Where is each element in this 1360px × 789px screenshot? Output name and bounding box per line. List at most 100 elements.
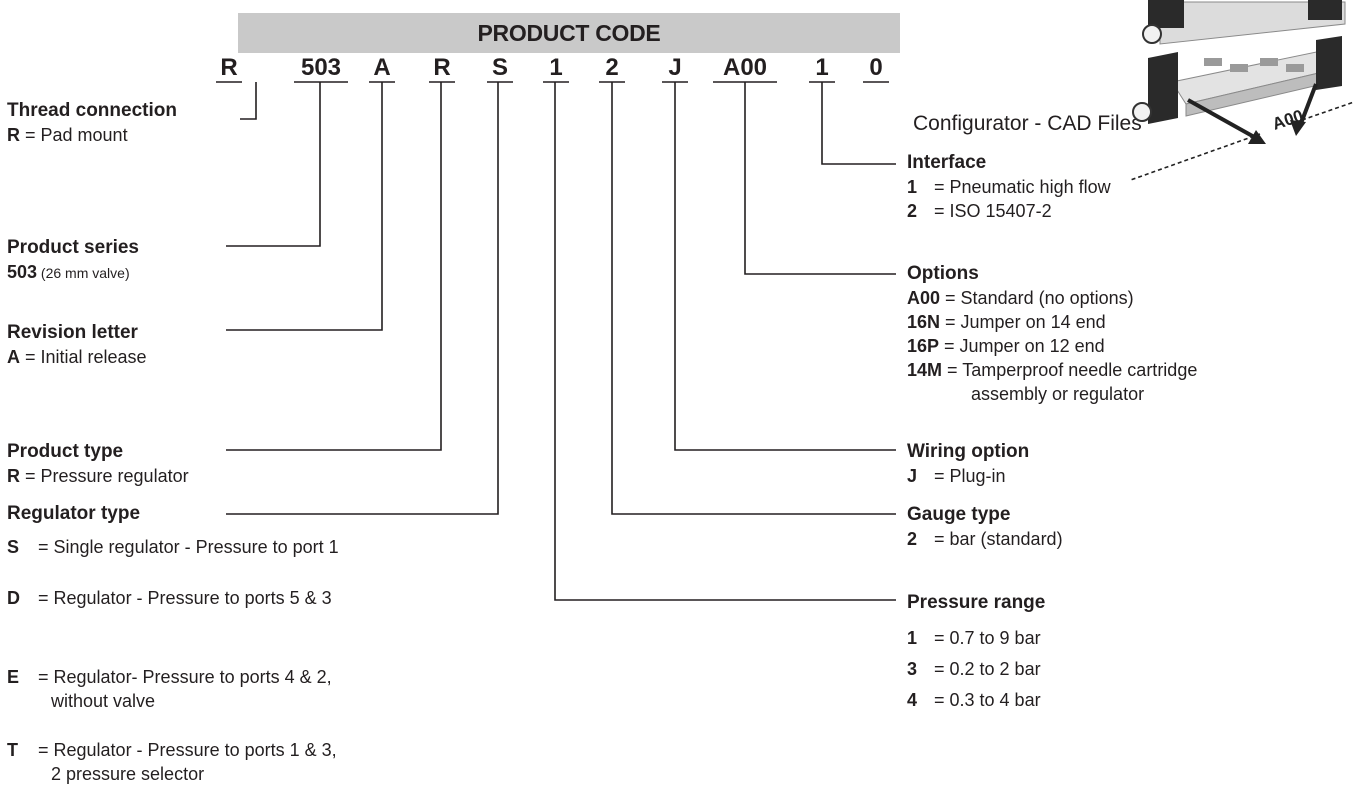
entry-key: T: [7, 740, 18, 760]
group-revision-letter: Revision letter A = Initial release: [7, 321, 147, 369]
entry-key: R: [7, 125, 20, 145]
group-product-type: Product type R = Pressure regulator: [7, 440, 189, 488]
entry-pressure-3: 3 = 0.2 to 2 bar: [907, 657, 1041, 681]
group-title: Revision letter: [7, 322, 138, 343]
group-options: Options A00 = Standard (no options) 16N …: [907, 262, 1197, 406]
entry-text: = Regulator - Pressure to ports 5 & 3: [38, 588, 332, 608]
connector-regulator-type: [226, 82, 499, 515]
connector-gauge-type: [611, 82, 896, 515]
entry-text: = Pad mount: [20, 125, 128, 145]
entry-continuation: assembly or regulator: [971, 384, 1145, 404]
connector-series: [226, 82, 321, 247]
entry-key: 16P: [907, 336, 940, 356]
entry-continuation: 2 pressure selector: [51, 764, 205, 784]
code-segment-last: 0: [869, 54, 883, 81]
code-segment-gauge-type: 2: [605, 54, 619, 81]
product-code-title: PRODUCT CODE: [477, 20, 661, 46]
connector-interface: [821, 82, 896, 165]
entry-key: 14M: [907, 360, 943, 380]
group-gauge-type: Gauge type 2 = bar (standard): [907, 503, 1063, 551]
connector-revision: [226, 82, 383, 331]
entry-key: E: [7, 667, 20, 687]
entry-key: D: [7, 588, 20, 608]
dashed-leader-right: [1301, 101, 1355, 121]
entry-regulator-e: E= Regulator- Pressure to ports 4 & 2,wi…: [7, 665, 332, 713]
entry-text: = Pneumatic high flow: [934, 177, 1111, 197]
group-title: Gauge type: [907, 504, 1011, 525]
code-segment-options: A00: [722, 54, 768, 81]
entry-text: = Regulator- Pressure to ports 4 & 2,: [38, 667, 332, 687]
group-title-regulator-type: Regulator type: [7, 503, 141, 524]
entry-text: = Single regulator - Pressure to port 1: [38, 537, 339, 557]
group-title: Interface: [907, 152, 987, 173]
entry-key: 1: [907, 177, 918, 197]
entry-key: A: [7, 347, 20, 367]
dashed-leader: [1130, 133, 1261, 182]
code-segment-product-type: R: [433, 54, 451, 81]
entry-text: = ISO 15407-2: [934, 201, 1052, 221]
entry-row: R = Pressure regulator: [7, 464, 189, 488]
group-title: Options: [907, 263, 979, 284]
entry-row: 14M = Tamperproof needle cartridge assemb…: [907, 358, 1197, 406]
entry-key: 1: [907, 628, 918, 648]
entry-regulator-d: D = Regulator - Pressure to ports 5 & 3: [7, 586, 332, 610]
code-segment-revision: A: [373, 54, 391, 81]
group-product-series: Product series 503 (26 mm valve): [7, 236, 139, 285]
entry-row: 2 = bar (standard): [907, 527, 1063, 551]
code-segment-interface: 1: [815, 54, 829, 81]
entry-key: A00: [907, 288, 941, 308]
product-code-header-bar: [238, 13, 900, 53]
code-segment-regulator-type: S: [491, 54, 508, 81]
back-valve-icon: [1142, 0, 1346, 45]
group-interface: Interface 1 = Pneumatic high flow 2 = ISO …: [907, 151, 1111, 223]
entry-key: S: [7, 537, 20, 557]
entry-key: J: [907, 466, 918, 486]
entry-text: = Plug-in: [934, 466, 1006, 486]
entry-text: = bar (standard): [934, 529, 1063, 549]
entry-regulator-t: T= Regulator - Pressure to ports 1 & 3,2…: [7, 738, 337, 786]
valve-illustration: A00: [1130, 0, 1355, 182]
entry-row: R = Pad mount: [7, 123, 177, 147]
entry-text: = Jumper on 14 end: [940, 312, 1106, 332]
group-thread-connection: Thread connection R = Pad mount: [7, 99, 177, 147]
entry-key: 2: [907, 201, 918, 221]
entry-key: 3: [907, 659, 918, 679]
entry-pressure-1: 1 = 0.7 to 9 bar: [907, 626, 1041, 650]
entry-pressure-4: 4 = 0.3 to 4 bar: [907, 688, 1041, 712]
group-wiring-option: Wiring option J = Plug-in: [907, 440, 1029, 488]
entry-text: = Initial release: [20, 347, 147, 367]
front-valve-icon: [1132, 36, 1342, 124]
entry-key: 503: [7, 262, 38, 282]
group-title: Wiring option: [907, 441, 1030, 462]
entry-text: = Pressure regulator: [20, 466, 189, 486]
entry-text: (26 mm valve): [37, 265, 130, 281]
entry-text: = 0.2 to 2 bar: [934, 659, 1041, 679]
entry-text: = Standard (no options): [940, 288, 1134, 308]
entry-row: A = Initial release: [7, 345, 147, 369]
entry-key: 2: [907, 529, 918, 549]
group-title: Thread connection: [7, 100, 177, 121]
configurator-cad-link[interactable]: Configurator - CAD Files: [913, 112, 1142, 135]
group-title-pressure-range: Pressure range: [907, 592, 1046, 613]
code-segment-thread: R: [220, 54, 238, 81]
connector-product-type: [226, 82, 442, 451]
entry-row: A00 = Standard (no options): [907, 286, 1197, 310]
entry-row: 503 (26 mm valve): [7, 260, 139, 285]
entry-row: 16P = Jumper on 12 end: [907, 334, 1197, 358]
entry-text: = 0.3 to 4 bar: [934, 690, 1041, 710]
code-segment-wiring: J: [668, 54, 682, 81]
entry-key: 4: [907, 690, 918, 710]
group-title: Product type: [7, 441, 124, 462]
entry-text: = Tamperproof needle cartridge: [942, 360, 1198, 380]
connector-thread: [240, 82, 257, 120]
entry-row: 2 = ISO 15407-2: [907, 199, 1111, 223]
entry-regulator-s: S = Single regulator - Pressure to port 1: [7, 535, 339, 559]
entry-text: = 0.7 to 9 bar: [934, 628, 1041, 648]
code-segment-pressure-range: 1: [549, 54, 563, 81]
entry-key: R: [7, 466, 20, 486]
entry-text: = Jumper on 12 end: [939, 336, 1105, 356]
entry-row: 16N = Jumper on 14 end: [907, 310, 1197, 334]
connector-pressure-range: [554, 82, 896, 601]
code-segment-series: 503: [300, 54, 342, 81]
connector-options: [744, 82, 896, 275]
